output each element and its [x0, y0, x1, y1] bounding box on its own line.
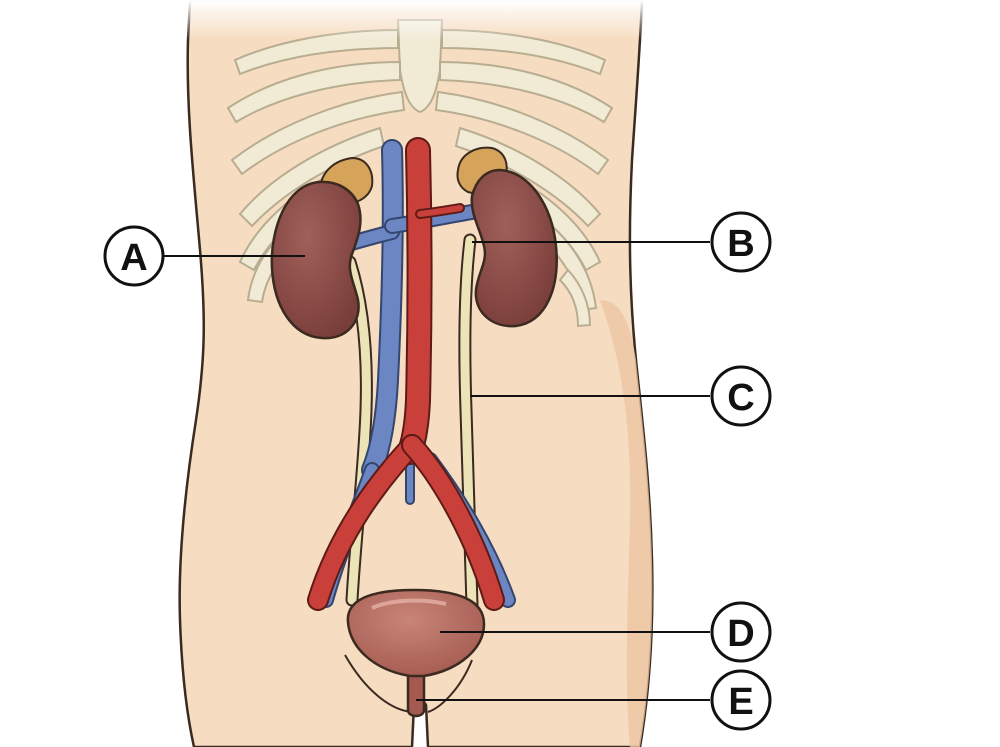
- top-fade: [180, 0, 660, 40]
- callout-label-a: A: [120, 237, 147, 279]
- bladder: [346, 588, 486, 678]
- rib-right-2: [439, 60, 614, 124]
- callout-d: D: [710, 601, 772, 663]
- leader-lines: [163, 241, 710, 701]
- groin-line-left: [344, 654, 413, 713]
- callout-label-d: D: [727, 613, 754, 655]
- arteries: [307, 137, 505, 611]
- rib-left-2: [226, 60, 401, 124]
- kidneys: [270, 168, 558, 340]
- sternum: [396, 19, 444, 114]
- callout-b: B: [710, 211, 772, 273]
- bladder-highlight: [371, 598, 447, 610]
- kidney-right: [470, 168, 558, 328]
- rib-left-3: [230, 90, 406, 176]
- urethra: [406, 666, 426, 718]
- callout-a: A: [103, 225, 165, 287]
- rib-right-3: [434, 90, 610, 176]
- callout-e: E: [710, 669, 772, 731]
- callout-c: C: [710, 365, 772, 427]
- kidney-left: [270, 180, 362, 340]
- torso-right-shadow: [600, 300, 653, 747]
- callout-label-b: B: [727, 223, 754, 265]
- callout-label-c: C: [727, 377, 754, 419]
- callout-label-e: E: [728, 681, 753, 723]
- groin-line-right: [427, 659, 473, 713]
- bladder-group: [346, 588, 486, 718]
- rib-right-7: [558, 268, 592, 328]
